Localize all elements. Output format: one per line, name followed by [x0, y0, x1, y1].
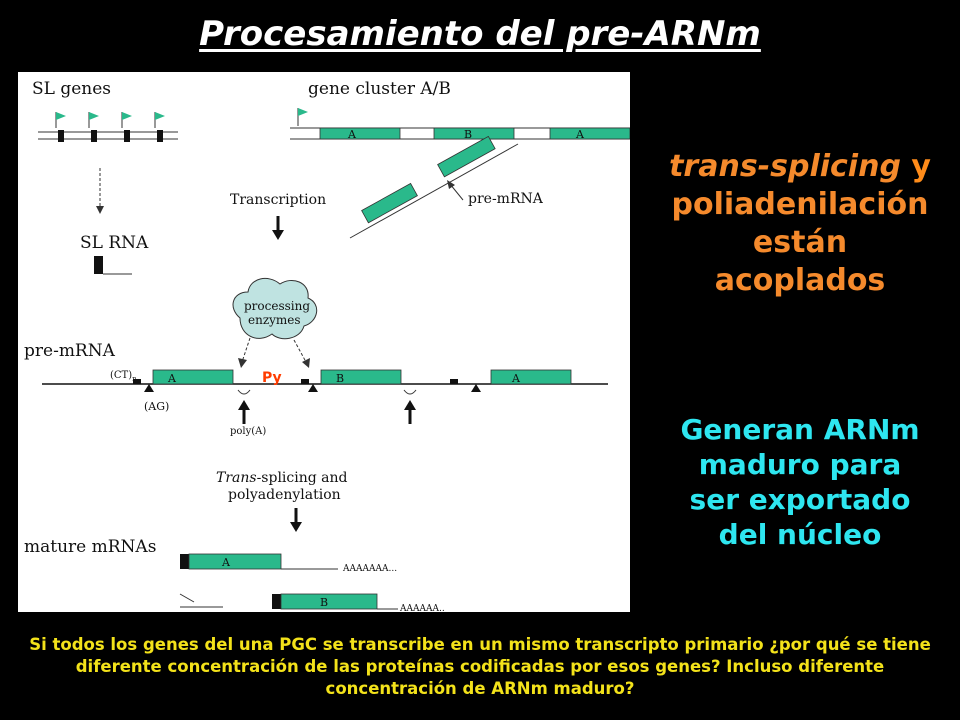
sl-gene-flag-icon: [154, 112, 165, 142]
exon-a-label: A: [347, 128, 357, 141]
down-arrow-icon: [272, 216, 284, 240]
exon-a-label: A: [221, 556, 231, 569]
splice-site-icon: [308, 384, 318, 392]
coupling-line: están: [752, 225, 848, 260]
down-arrow-icon: [290, 508, 302, 532]
sl-gene-flag-icon: [55, 112, 66, 142]
polya-tail-label: AAAAAAA...: [342, 564, 397, 574]
sl-gene-flag-icon: [121, 112, 132, 142]
mature-mrna-a: A AAAAAAA...: [180, 553, 397, 574]
pre-mrna-track: A B A: [42, 369, 608, 395]
page-title: Procesamiento del pre-ARNm: [199, 14, 761, 54]
sl-gene-flag-icon: [88, 112, 99, 142]
trans-splicing-label: Trans-splicing and: [216, 470, 348, 486]
question-text: Si todos los genes del una PGC se transc…: [29, 635, 931, 698]
splice-site-icon: [144, 384, 154, 392]
sl-rna-label: SL RNA: [80, 233, 149, 253]
processing-enzymes-blob: processing enzymes: [232, 277, 318, 340]
sl-genes-track: [38, 112, 178, 142]
pre-mrna-pointer-arrow-icon: [447, 180, 464, 201]
processing-label: processing: [244, 299, 310, 313]
py-tract-label: Py: [262, 370, 282, 386]
enzymes-label: enzymes: [248, 313, 301, 327]
export-line: del núcleo: [718, 518, 882, 551]
exon-a-label: A: [167, 372, 177, 385]
exon-a-label: A: [575, 128, 585, 141]
coupling-statement: trans-splicing y poliadenilación están a…: [650, 148, 950, 300]
pre-mrna-arrow-label: pre-mRNA: [468, 191, 544, 207]
sl-rna-mark: [94, 256, 132, 275]
nascent-pre-mrna: [349, 135, 519, 239]
dashed-down-arrow-icon: [96, 168, 104, 214]
coupling-line: poliadenilación: [671, 187, 929, 222]
export-statement: Generan ARNm maduro para ser exportado d…: [650, 412, 950, 552]
gene-cluster-track: A B A: [290, 108, 630, 141]
gene-cluster-label: gene cluster A/B: [308, 79, 451, 99]
exon-b-label: B: [336, 372, 344, 385]
trans-splicing-term: trans-splicing: [669, 149, 901, 184]
enzyme-action-arrows: [238, 337, 310, 368]
export-line: maduro para: [698, 448, 902, 481]
polya-site-icon: [237, 389, 251, 395]
polyadenylation-label: polyadenylation: [228, 487, 341, 503]
exon-a-label: A: [511, 372, 521, 385]
mature-mrnas-label: mature mRNAs: [24, 537, 156, 557]
ag-label: (AG): [144, 400, 169, 413]
mature-mrna-b: B AAAAAA..: [179, 593, 445, 612]
up-arrow-icon: [238, 400, 416, 424]
sl-genes-label: SL genes: [32, 79, 111, 99]
pre-mrna-label: pre-mRNA: [24, 341, 116, 361]
polya-site-icon: [403, 389, 417, 395]
exon-b-label: B: [320, 596, 328, 609]
polya-label: poly(A): [230, 426, 266, 437]
trans-splicing-figure: SL genes SL RNA gene cluster A/B: [18, 72, 630, 612]
coupling-line: acoplados: [714, 263, 886, 298]
export-line: ser exportado: [689, 483, 911, 516]
transcription-label: Transcription: [230, 192, 326, 208]
polya-tail-label: AAAAAA..: [399, 604, 445, 612]
exon-b-label: B: [464, 128, 472, 141]
export-line: Generan ARNm: [680, 413, 920, 446]
splice-site-icon: [471, 384, 481, 392]
